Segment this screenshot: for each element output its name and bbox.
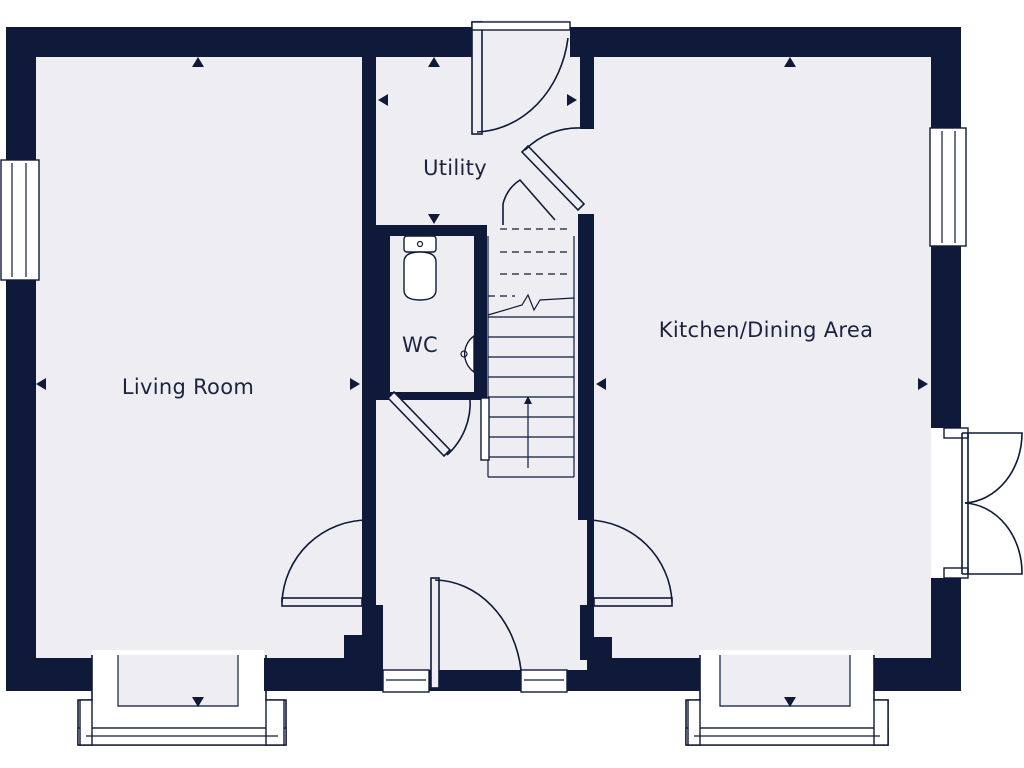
toilet — [403, 235, 437, 301]
room-label-kitchen-dining: Kitchen/Dining Area — [659, 318, 874, 342]
door-kitchen-hall — [587, 519, 673, 607]
living-room-floor — [36, 57, 362, 658]
door-utility-kitchen — [520, 127, 586, 212]
inner-walls — [344, 57, 612, 660]
door-entry-top — [471, 21, 571, 135]
kitchen-dining-floor — [594, 57, 931, 658]
door-wc — [386, 390, 471, 458]
door-living-hall — [281, 519, 369, 607]
room-label-utility: Utility — [423, 156, 487, 180]
room-label-wc: WC — [402, 333, 438, 357]
bay-window-living — [77, 650, 287, 746]
window-living-left — [0, 159, 40, 281]
front-door-thresholds — [382, 669, 568, 693]
window-kitchen-right — [929, 127, 967, 247]
room-label-living-room: Living Room — [122, 375, 254, 399]
front-door — [430, 577, 522, 689]
french-doors-kitchen — [931, 427, 1023, 579]
bay-window-kitchen — [685, 650, 889, 746]
staircase — [480, 228, 575, 478]
door-under-stairs — [502, 178, 556, 225]
basin — [460, 334, 475, 374]
floor-areas — [36, 20, 931, 670]
dimension-markers — [36, 57, 928, 707]
